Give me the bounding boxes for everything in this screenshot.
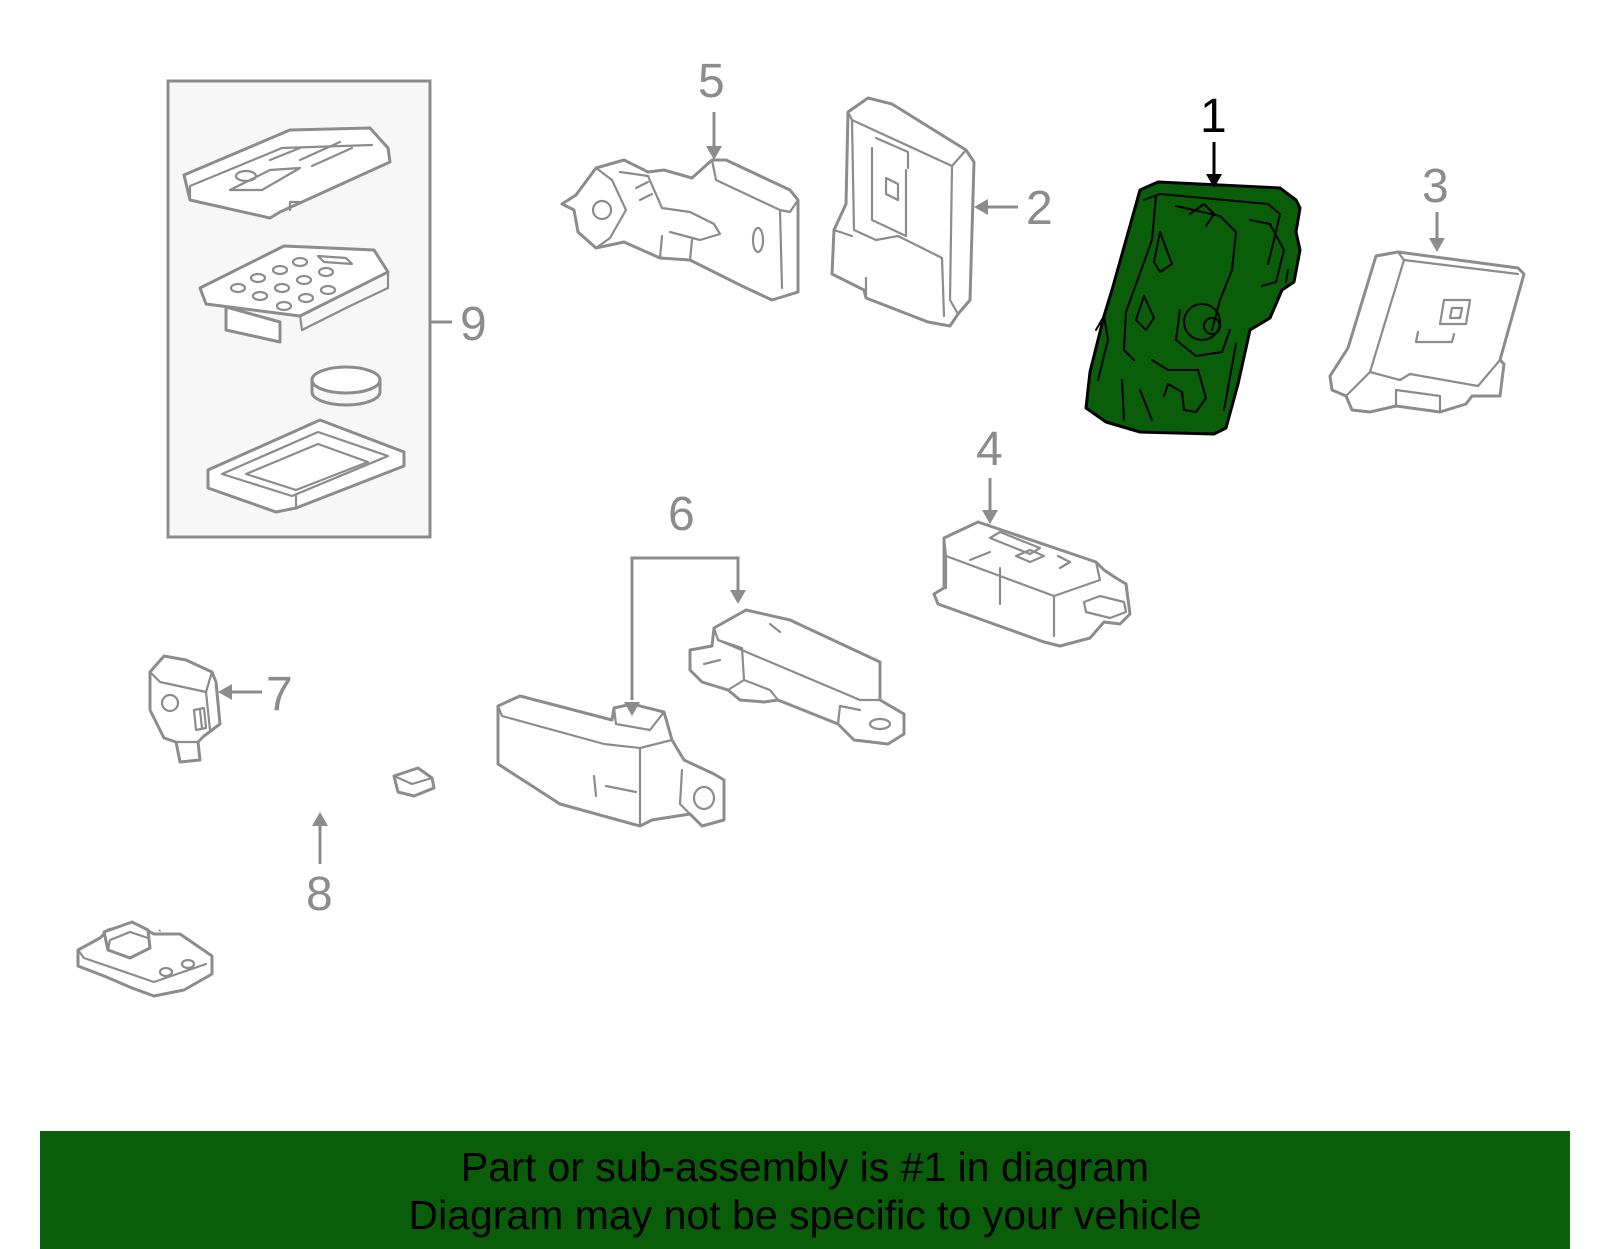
fob-shell-top: [182, 126, 392, 220]
part-2-control-module[interactable]: 2: [830, 96, 1053, 328]
coin-battery: [310, 365, 382, 407]
callout-5: 5: [698, 55, 725, 108]
leader-6: [630, 556, 740, 700]
arrow-5: [706, 146, 722, 160]
part-4-module-with-connector[interactable]: 4: [932, 423, 1132, 648]
part-6-antennas[interactable]: 6: [496, 488, 906, 828]
callout-6: 6: [668, 488, 695, 541]
info-banner: Part or sub-assembly is #1 in diagram Di…: [40, 1131, 1570, 1249]
callout-9: 9: [460, 298, 487, 351]
part-1-highlighted-module[interactable]: 1: [1084, 90, 1302, 436]
antenna-lower: [496, 694, 726, 828]
arrow-3: [1429, 238, 1445, 252]
callout-3: 3: [1422, 160, 1449, 213]
arrow-7: [218, 684, 232, 700]
arrow-2: [974, 199, 988, 215]
part-8-harness[interactable]: 8: [76, 766, 436, 998]
antenna-upper: [688, 608, 906, 746]
callout-1: 1: [1200, 90, 1227, 143]
arrow-4: [982, 510, 998, 524]
part-7-sensor[interactable]: 7: [148, 654, 293, 764]
callout-7: 7: [266, 668, 293, 721]
fob-case-bottom: [206, 418, 406, 514]
banner-line-1: Part or sub-assembly is #1 in diagram: [460, 1144, 1150, 1190]
callout-4: 4: [976, 423, 1003, 476]
arrow-6b: [624, 702, 640, 716]
callout-2: 2: [1026, 182, 1053, 235]
fob-button-pad: [198, 244, 390, 344]
banner-line-2: Diagram may not be specific to your vehi…: [408, 1192, 1202, 1238]
part-3-module[interactable]: 3: [1328, 160, 1526, 414]
arrow-1: [1206, 174, 1222, 188]
arrow-8: [312, 812, 328, 826]
callout-8: 8: [306, 868, 333, 921]
part-5-bracket[interactable]: 5: [560, 55, 800, 302]
arrow-6a: [730, 590, 746, 604]
part-9-key-fob-kit[interactable]: 9: [166, 79, 487, 539]
